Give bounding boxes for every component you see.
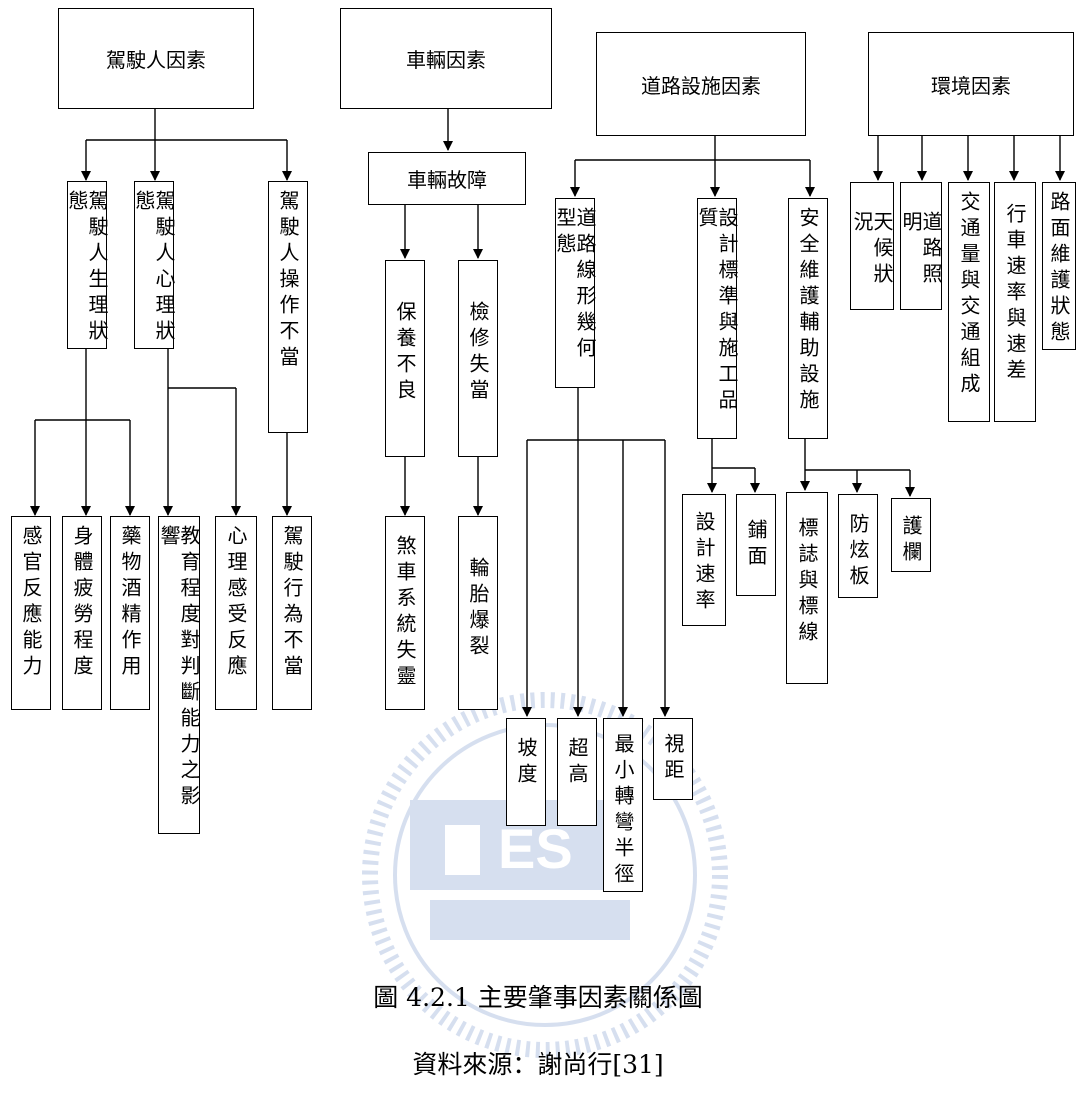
design-standards-box: 設計標準與施工品質 — [697, 198, 737, 439]
traffic-composition-label: 交通量與交通組成 — [959, 183, 979, 421]
maintenance-box: 保養不良 — [385, 260, 425, 457]
guardrail-label: 護欄 — [901, 499, 921, 571]
driver-operation-label: 駕駛人操作不當 — [278, 182, 298, 432]
maintenance-label: 保養不良 — [395, 261, 415, 456]
speed-variance-box: 行車速率與速差 — [994, 182, 1036, 422]
slope-label: 坡度 — [516, 719, 536, 825]
vehicle-fault-box: 車輛故障 — [368, 152, 526, 205]
repair-label: 檢修失當 — [468, 261, 488, 456]
pavement-label: 鋪面 — [746, 495, 766, 595]
surface-maintenance-label: 路面維護狀態 — [1049, 183, 1069, 349]
driver-psychology-box: 駕駛人心理狀態 — [134, 181, 174, 349]
education-judgment-box: 教育程度對判斷能力之影響 — [158, 516, 200, 834]
figure-caption: 圖 4.2.1 主要肇事因素關係圖 — [0, 978, 1076, 1014]
driving-behavior-label: 駕駛行為不當 — [282, 517, 302, 709]
guardrail-box: 護欄 — [891, 498, 931, 572]
brake-failure-label: 煞車系統失靈 — [395, 517, 415, 709]
vehicle-factor-box: 車輛因素 — [340, 8, 552, 109]
road-alignment-label: 道路線形幾何型態 — [555, 199, 595, 387]
anti-glare-label: 防炫板 — [848, 495, 868, 597]
pavement-box: 鋪面 — [736, 494, 776, 596]
surface-maintenance-box: 路面維護狀態 — [1042, 182, 1076, 350]
drugs-alcohol-box: 藥物酒精作用 — [110, 516, 150, 710]
tire-burst-box: 輪胎爆裂 — [458, 516, 498, 710]
psychological-feeling-box: 心理感受反應 — [215, 516, 257, 710]
fatigue-box: 身體疲勞程度 — [62, 516, 102, 710]
lighting-label: 道路照明 — [901, 183, 941, 309]
road-factor-box: 道路設施因素 — [596, 32, 806, 136]
design-speed-box: 設計速率 — [682, 494, 726, 626]
brake-failure-box: 煞車系統失靈 — [385, 516, 425, 710]
driver-operation-box: 駕駛人操作不當 — [268, 181, 308, 433]
speed-variance-label: 行車速率與速差 — [1005, 183, 1025, 421]
min-turning-radius-label: 最小轉彎半徑 — [613, 719, 633, 891]
safety-facilities-label: 安全維護輔助設施 — [798, 199, 818, 438]
anti-glare-box: 防炫板 — [838, 494, 878, 598]
sight-distance-box: 視距 — [653, 718, 693, 800]
superelevation-box: 超高 — [557, 718, 597, 826]
sensory-reaction-label: 感官反應能力 — [21, 517, 41, 709]
environment-factor-box: 環境因素 — [868, 32, 1074, 136]
driver-psychology-label: 駕駛人心理狀態 — [134, 182, 174, 348]
sight-distance-label: 視距 — [663, 719, 683, 799]
repair-box: 檢修失當 — [458, 260, 498, 457]
driver-physiology-label: 駕駛人生理狀態 — [67, 182, 107, 348]
figure-source: 資料來源：謝尚行[31] — [0, 1045, 1076, 1081]
fatigue-label: 身體疲勞程度 — [72, 517, 92, 709]
weather-label: 天候狀況 — [852, 183, 892, 309]
driver-factor-box: 駕駛人因素 — [58, 8, 254, 109]
driver-physiology-box: 駕駛人生理狀態 — [67, 181, 107, 349]
min-turning-radius-box: 最小轉彎半徑 — [603, 718, 643, 892]
weather-box: 天候狀況 — [850, 182, 894, 310]
drugs-alcohol-label: 藥物酒精作用 — [120, 517, 140, 709]
design-standards-label: 設計標準與施工品質 — [697, 199, 737, 438]
traffic-composition-box: 交通量與交通組成 — [948, 182, 990, 422]
tire-burst-label: 輪胎爆裂 — [468, 517, 488, 709]
driving-behavior-box: 駕駛行為不當 — [272, 516, 312, 710]
signs-markings-box: 標誌與標線 — [786, 492, 828, 684]
lighting-box: 道路照明 — [900, 182, 942, 310]
design-speed-label: 設計速率 — [694, 495, 714, 625]
signs-markings-label: 標誌與標線 — [797, 493, 817, 683]
education-judgment-label: 教育程度對判斷能力之影響 — [159, 517, 199, 833]
sensory-reaction-box: 感官反應能力 — [11, 516, 51, 710]
superelevation-label: 超高 — [567, 719, 587, 825]
road-alignment-box: 道路線形幾何型態 — [555, 198, 595, 388]
slope-box: 坡度 — [506, 718, 546, 826]
safety-facilities-box: 安全維護輔助設施 — [788, 198, 828, 439]
psychological-feeling-label: 心理感受反應 — [226, 517, 246, 709]
